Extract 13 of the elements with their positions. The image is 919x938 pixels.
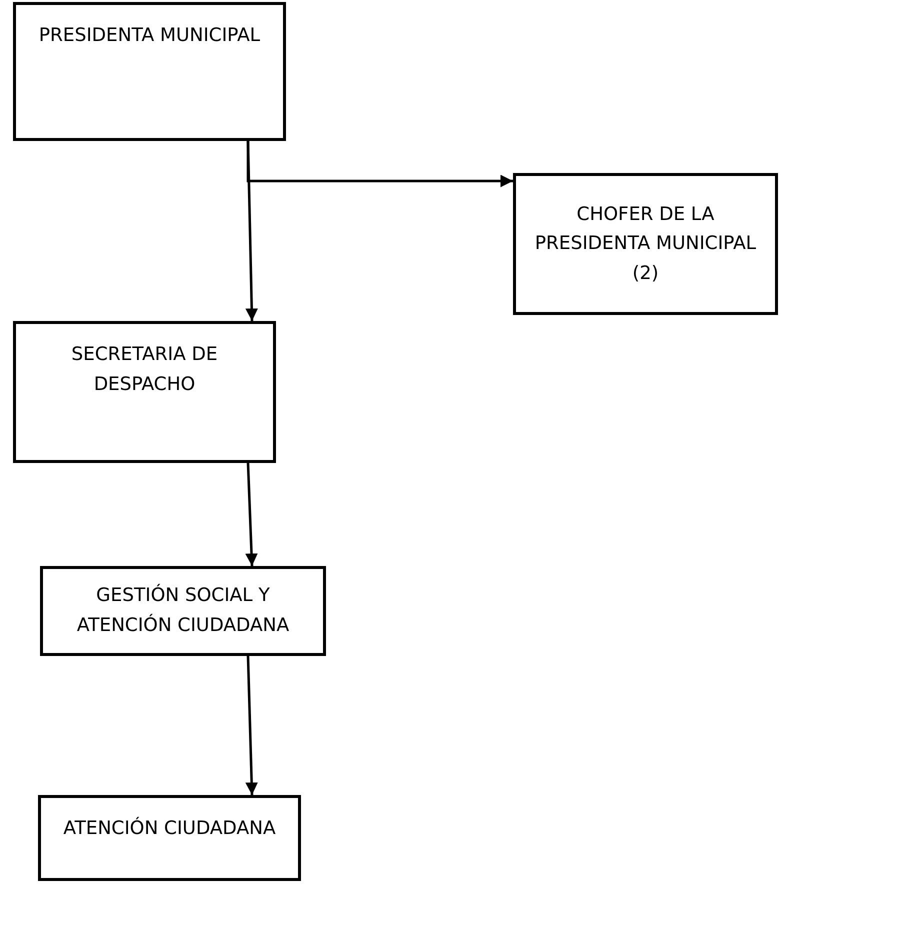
box-label: SECRETARIA DE DESPACHO	[70, 343, 219, 397]
box-label: PRESIDENTA MUNICIPAL	[38, 24, 260, 48]
box-label: CHOFER DE LA PRESIDENTA MUNICIPAL (2)	[534, 202, 758, 286]
org-box	[38, 795, 301, 881]
arrow	[245, 462, 258, 566]
box-label: GESTIÓN SOCIAL Y ATENCIÓN CIUDADANA	[76, 582, 290, 638]
org-box	[40, 566, 326, 656]
box-label: ATENCIÓN CIUDADANA	[63, 816, 276, 841]
org-box	[513, 173, 778, 315]
arrow	[245, 656, 258, 796]
arrow	[246, 141, 513, 188]
org-box	[13, 2, 286, 141]
org-box	[13, 321, 276, 463]
